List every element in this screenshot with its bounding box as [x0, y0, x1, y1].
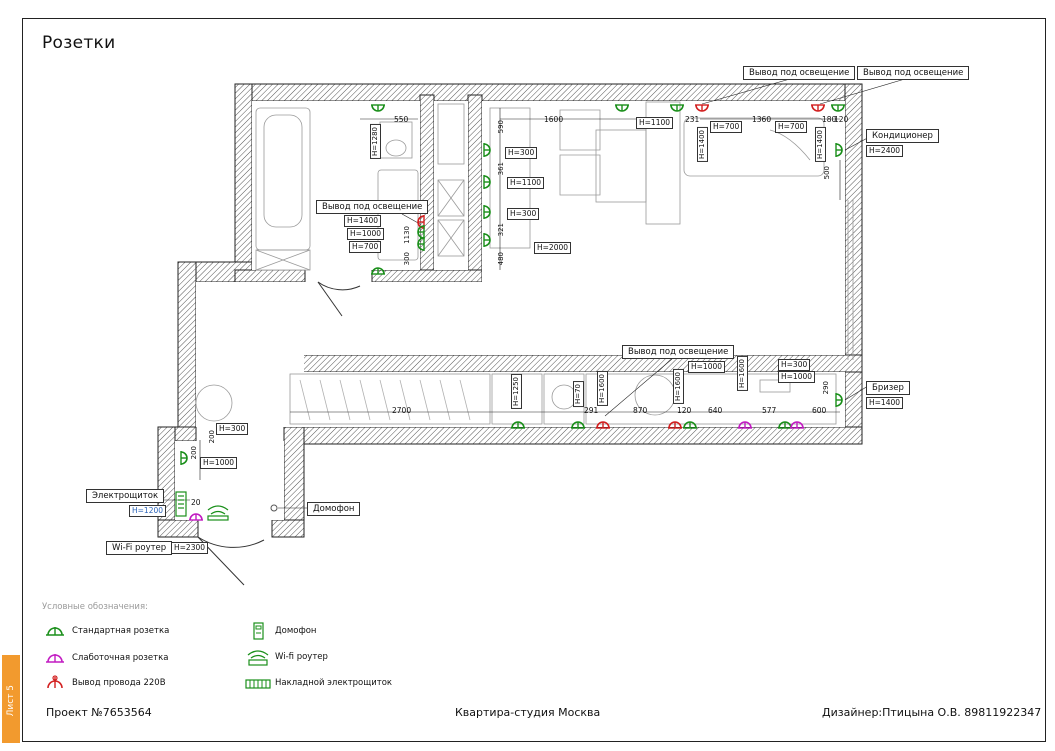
legend-item: Стандартная розетка — [42, 622, 169, 640]
height-label: H=2400 — [866, 145, 904, 157]
callout-panel: Электрощиток — [86, 489, 165, 503]
dimension: 300 — [403, 252, 411, 266]
legend-item: Вывод провода 220В — [42, 674, 166, 692]
height-label: H=300 — [216, 423, 249, 435]
standard-socket-icon — [46, 627, 64, 636]
furniture — [195, 101, 854, 425]
legend-item: Домофон — [245, 622, 316, 640]
dimension: 480 — [497, 252, 505, 266]
sheet-frame — [22, 18, 1046, 742]
callout-light-2: Вывод под освещение — [857, 66, 970, 80]
height-label: H=1400 — [866, 397, 904, 409]
height-label: H=1400 — [697, 127, 708, 162]
height-label: H=300 — [778, 359, 811, 371]
legend-label: Wi-fi роутер — [275, 652, 328, 662]
dimension: 590 — [497, 120, 505, 134]
dimension: 577 — [762, 406, 777, 415]
dimension: 600 — [812, 406, 827, 415]
dimension: 500 — [823, 166, 831, 180]
project-number: Проект №7653564 — [46, 706, 152, 719]
dimension: 120 — [834, 115, 849, 124]
height-label: H=1280 — [370, 124, 381, 159]
lowcurrent-socket-icon — [46, 654, 64, 663]
dimension: 2700 — [392, 406, 412, 415]
designer: Дизайнер:Птицына О.В. 89811922347 — [822, 706, 1042, 719]
dimension: 1130 — [403, 226, 411, 244]
height-label: H=1600 — [673, 369, 684, 404]
height-label: H=700 — [349, 241, 382, 253]
dimension: 291 — [584, 406, 599, 415]
legend-item: Накладной электрощиток — [245, 674, 392, 692]
height-label: H=1100 — [507, 177, 545, 189]
height-label: H=1000 — [688, 361, 726, 373]
height-label: H=1250 — [511, 374, 522, 409]
height-label: H=1200 — [129, 505, 167, 517]
height-label: H=1600 — [737, 356, 748, 391]
dimension-lines — [199, 108, 841, 480]
dimension: 550 — [394, 115, 409, 124]
dimension: 290 — [822, 381, 830, 395]
dimension: 231 — [685, 115, 700, 124]
project-name: Квартира-студия Москва — [455, 706, 601, 719]
legend-item: Wi-fi роутер — [245, 648, 328, 666]
wifi-symbol — [207, 505, 229, 521]
dimension: 870 — [633, 406, 648, 415]
panel-icon — [245, 679, 271, 689]
callout-conditioner: Кондиционер — [866, 129, 939, 143]
legend-label: Слаботочная розетка — [72, 653, 169, 663]
height-label: H=1000 — [778, 371, 816, 383]
height-label: H=2000 — [534, 242, 572, 254]
legend-label: Стандартная розетка — [72, 626, 170, 636]
dimension: 321 — [497, 223, 505, 237]
dimension: 200 — [190, 446, 198, 460]
legend-title: Условные обозначения: — [42, 602, 148, 612]
legend-label: Накладной электрощиток — [275, 678, 393, 688]
intercom-symbol — [270, 504, 278, 512]
wifi-icon — [247, 650, 269, 666]
height-label: H=700 — [710, 121, 743, 133]
legend-label: Домофон — [275, 626, 317, 636]
legend-label: Вывод провода 220В — [72, 678, 166, 688]
callout-light-3: Вывод под освещение — [316, 200, 429, 214]
sheet-tab[interactable]: Лист 5 — [2, 655, 20, 743]
dimension: 1600 — [544, 115, 564, 124]
height-label: H=300 — [505, 147, 538, 159]
walls — [157, 83, 863, 538]
height-label: H=70 — [573, 381, 584, 408]
dimension: 20 — [191, 498, 201, 507]
callout-light-4: Вывод под освещение — [622, 345, 735, 359]
callout-wifi: Wi-Fi роутер — [106, 541, 173, 555]
panel-symbol — [175, 491, 187, 517]
dimension: 1360 — [752, 115, 772, 124]
dimension: 180 — [822, 115, 837, 124]
height-label: H=700 — [775, 121, 808, 133]
height-label: H=2300 — [171, 542, 209, 554]
dimension: 640 — [708, 406, 723, 415]
callout-breezer: Бризер — [866, 381, 910, 395]
wire-220-icon — [47, 675, 63, 689]
dimension: 200 — [208, 430, 216, 444]
legend-item: Слаботочная розетка — [42, 649, 168, 667]
callout-light-1: Вывод под освещение — [743, 66, 856, 80]
dimension: 361 — [497, 162, 505, 176]
height-label: H=1400 — [344, 215, 382, 227]
height-label: H=1000 — [200, 457, 238, 469]
height-label: H=300 — [507, 208, 540, 220]
page-title: Розетки — [42, 33, 116, 53]
dimension: 120 — [677, 406, 692, 415]
leader-lines — [155, 78, 906, 509]
intercom-icon — [253, 622, 264, 640]
callout-intercom: Домофон — [307, 502, 361, 516]
height-label: H=1600 — [597, 371, 608, 406]
height-label: H=1100 — [636, 117, 674, 129]
height-label: H=1000 — [347, 228, 385, 240]
height-label: H=1400 — [815, 127, 826, 162]
